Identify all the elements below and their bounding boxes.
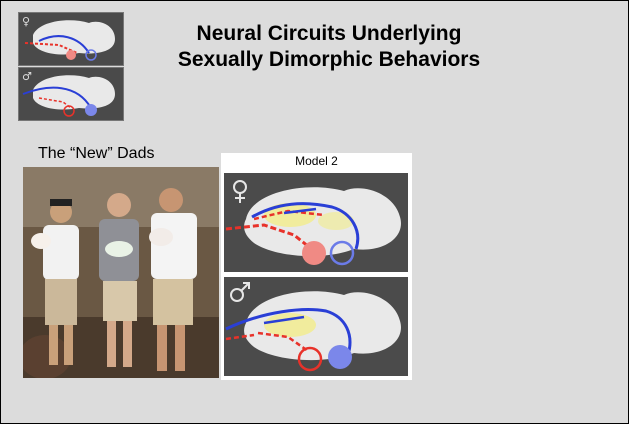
- female-symbol-icon: ♀: [22, 15, 30, 28]
- female-brain-panel: [224, 173, 408, 272]
- model-label: Model 2: [221, 154, 412, 168]
- model-figure: Model 2: [221, 153, 412, 380]
- male-brain-panel: [224, 277, 408, 376]
- male-symbol-icon: ♂: [22, 70, 32, 83]
- thumbnail-male-brain: ♂: [18, 67, 124, 121]
- slide-title: Neural Circuits Underlying Sexually Dimo…: [129, 21, 529, 73]
- photo-caption: The “New” Dads: [38, 145, 154, 163]
- thumbnail-female-brain: ♀: [18, 12, 124, 66]
- title-line-2: Sexually Dimorphic Behaviors: [129, 47, 529, 73]
- title-line-1: Neural Circuits Underlying: [129, 21, 529, 47]
- female-symbol-icon: [234, 181, 246, 203]
- fathers-photo: [23, 167, 219, 378]
- male-symbol-icon: [231, 283, 249, 301]
